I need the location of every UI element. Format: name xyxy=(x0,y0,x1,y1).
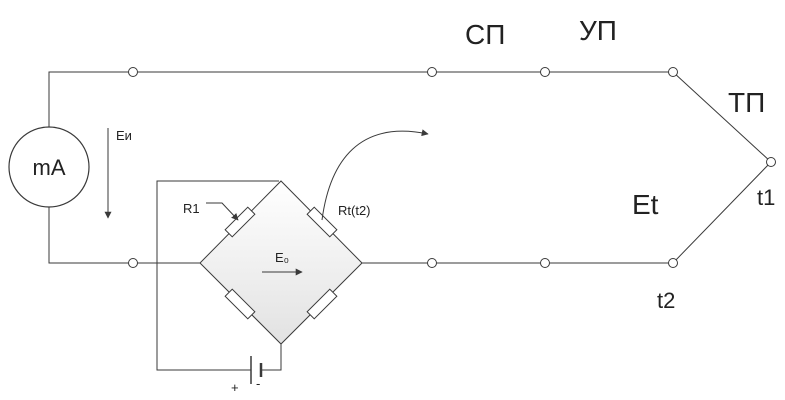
terminal-top-4 xyxy=(668,67,678,77)
bottom-wire xyxy=(48,202,200,264)
label-sp: СП xyxy=(465,19,505,50)
terminal-bottom-1 xyxy=(128,258,138,268)
label-rt: Rt(t2) xyxy=(338,203,371,218)
label-t1: t1 xyxy=(757,185,775,210)
top-wire xyxy=(48,71,772,163)
bottom-wire-right xyxy=(362,161,772,264)
label-plus: + xyxy=(231,380,239,395)
label-tp: ТП xyxy=(728,87,765,118)
terminal-top-2 xyxy=(427,67,437,77)
label-e0: E₀ xyxy=(275,250,289,265)
label-t2: t2 xyxy=(657,288,675,313)
terminal-bottom-3 xyxy=(540,258,550,268)
terminal-top-1 xyxy=(128,67,138,77)
milliammeter xyxy=(8,126,90,208)
label-r1: R1 xyxy=(183,201,200,216)
resistor-bottom-left xyxy=(224,288,256,320)
r1-adjust-arrow xyxy=(206,202,239,221)
terminal-bottom-2 xyxy=(427,258,437,268)
terminal-t1 xyxy=(766,157,776,167)
resistor-rt xyxy=(306,206,338,238)
milliammeter-label: mA xyxy=(33,155,66,180)
battery-loop-wire-right xyxy=(261,344,282,371)
terminal-t2 xyxy=(668,258,678,268)
terminal-top-3 xyxy=(540,67,550,77)
label-et: Et xyxy=(632,189,659,220)
label-up: УП xyxy=(579,15,617,46)
rt-curved-arrow xyxy=(321,129,429,221)
label-minus: - xyxy=(256,376,260,391)
label-ei: Еи xyxy=(116,128,132,143)
resistor-bottom-right xyxy=(306,288,338,320)
battery-loop-wire xyxy=(156,180,279,371)
